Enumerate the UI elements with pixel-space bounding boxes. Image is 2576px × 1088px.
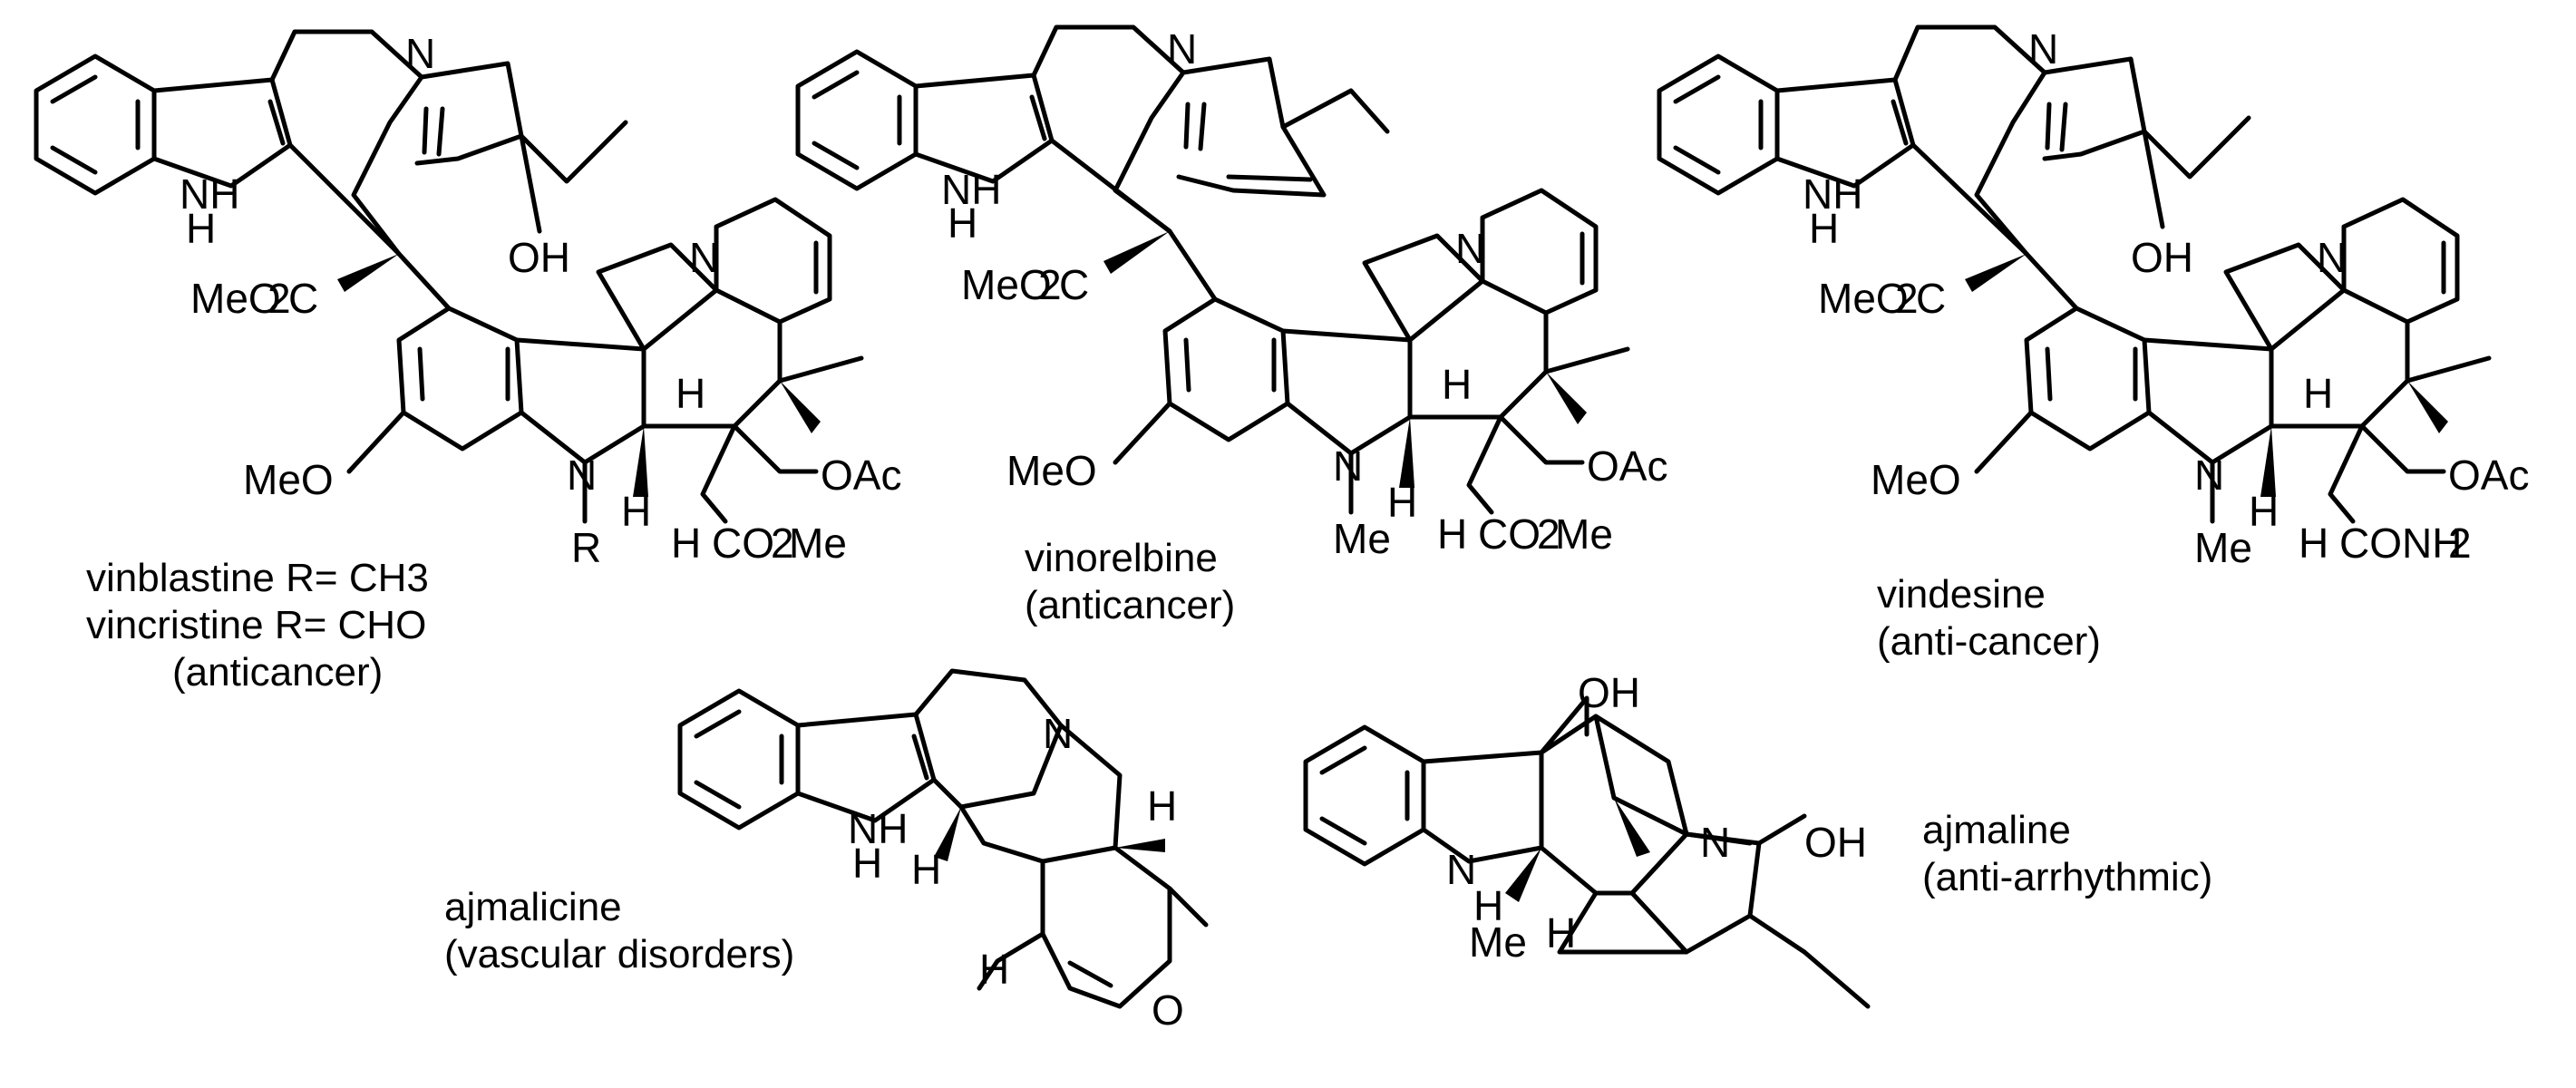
svg-text:H: H — [671, 520, 701, 567]
svg-text:H: H — [621, 488, 651, 535]
svg-text:Me: Me — [1333, 515, 1391, 562]
svg-text:OAc: OAc — [1587, 442, 1667, 490]
svg-text:H: H — [2249, 488, 2279, 535]
svg-text:NH: NH — [941, 166, 1001, 213]
caption-line: vindesine — [1877, 572, 2046, 617]
svg-text:2: 2 — [1537, 510, 1560, 558]
svg-text:H: H — [1473, 882, 1503, 929]
svg-text:H: H — [2299, 520, 2328, 567]
svg-text:N: N — [1455, 225, 1485, 272]
svg-text:H: H — [1387, 479, 1417, 526]
svg-text:N: N — [689, 234, 719, 281]
svg-text:CO: CO — [1478, 510, 1541, 558]
svg-text:Me: Me — [2194, 524, 2252, 571]
vinorelbine-structure: N NH H N H MeO 2 C MeO N Me H H CO 2 Me … — [795, 24, 1667, 562]
svg-text:N: N — [1167, 25, 1197, 73]
caption-line: vinorelbine — [1025, 536, 1218, 580]
caption-line: vincristine R= CHO — [86, 603, 427, 647]
svg-text:C: C — [1916, 275, 1946, 322]
svg-text:OH: OH — [1804, 819, 1867, 866]
svg-text:N: N — [1333, 442, 1363, 490]
svg-text:H: H — [676, 370, 705, 417]
svg-text:2: 2 — [1038, 261, 1062, 308]
svg-text:H: H — [1147, 782, 1177, 830]
svg-text:H: H — [186, 205, 216, 252]
svg-text:MeO: MeO — [1871, 456, 1961, 503]
caption-vinblastine: vinblastine R= CH3 vincristine R= CHO (a… — [86, 555, 429, 696]
svg-text:N: N — [1043, 710, 1073, 757]
svg-text:MeO: MeO — [190, 275, 281, 322]
svg-text:N: N — [567, 452, 597, 499]
svg-text:Me: Me — [1469, 918, 1527, 966]
svg-text:H: H — [1809, 205, 1839, 252]
caption-line: (vascular disorders) — [444, 932, 795, 976]
svg-text:Me: Me — [1555, 510, 1613, 558]
vinblastine-structure: N NH H OH N H MeO 2 C MeO N R H H CO 2 M… — [34, 29, 901, 571]
svg-text:H: H — [852, 840, 882, 887]
svg-text:H: H — [2303, 370, 2333, 417]
svg-text:MeO: MeO — [1006, 447, 1097, 494]
svg-text:CONH: CONH — [2339, 520, 2462, 567]
svg-text:H: H — [948, 199, 977, 247]
svg-text:MeO: MeO — [961, 261, 1052, 308]
svg-text:OAc: OAc — [821, 452, 901, 499]
svg-text:N: N — [1700, 819, 1730, 866]
svg-text:N: N — [2028, 25, 2058, 73]
svg-text:OH: OH — [2131, 234, 2193, 281]
svg-text:OH: OH — [1578, 669, 1640, 716]
svg-text:NH: NH — [848, 805, 908, 852]
svg-text:2: 2 — [2448, 520, 2472, 567]
caption-vinorelbine: vinorelbine (anticancer) — [1025, 535, 1235, 629]
svg-text:NH: NH — [1803, 170, 1862, 218]
caption-ajmaline: ajmaline (anti-arrhythmic) — [1922, 807, 2212, 901]
caption-ajmalicine: ajmalicine (vascular disorders) — [444, 884, 794, 978]
caption-line: ajmalicine — [444, 885, 622, 929]
svg-text:N: N — [2194, 452, 2224, 499]
svg-text:2: 2 — [771, 520, 794, 567]
svg-text:H: H — [1442, 361, 1472, 408]
svg-text:NH: NH — [180, 170, 239, 218]
ajmalicine-structure: N NH H H H H O — [677, 668, 1209, 1034]
caption-line: (anticancer) — [1025, 583, 1236, 627]
svg-text:C: C — [1059, 261, 1089, 308]
caption-line: (anti-arrhythmic) — [1922, 855, 2213, 899]
caption-line: vinblastine R= CH3 — [86, 556, 429, 600]
svg-text:N: N — [2317, 234, 2347, 281]
svg-text:MeO: MeO — [1818, 275, 1909, 322]
svg-text:CO: CO — [712, 520, 774, 567]
svg-text:H: H — [1546, 909, 1576, 957]
svg-text:2: 2 — [1895, 275, 1919, 322]
caption-line: (anticancer) — [172, 650, 384, 695]
ajmaline-structure: OH N OH N H Me H — [1303, 669, 1871, 1009]
svg-text:R: R — [571, 524, 601, 571]
svg-text:OH: OH — [508, 234, 570, 281]
svg-text:H: H — [1437, 510, 1467, 558]
svg-text:N: N — [1446, 846, 1476, 893]
svg-text:OAc: OAc — [2448, 452, 2529, 499]
svg-text:O: O — [1152, 986, 1184, 1034]
vindesine-structure: N NH H OH N H MeO 2 C MeO N Me H H CONH … — [1657, 24, 2529, 571]
caption-line: ajmaline — [1922, 808, 2071, 852]
svg-text:H: H — [979, 946, 1009, 993]
svg-text:Me: Me — [789, 520, 847, 567]
caption-vindesine: vindesine (anti-cancer) — [1877, 571, 2101, 665]
svg-text:MeO: MeO — [243, 456, 334, 503]
caption-line: (anti-cancer) — [1877, 619, 2101, 664]
svg-text:N: N — [405, 30, 435, 77]
svg-text:2: 2 — [267, 275, 291, 322]
svg-text:C: C — [288, 275, 318, 322]
svg-text:H: H — [911, 846, 941, 893]
